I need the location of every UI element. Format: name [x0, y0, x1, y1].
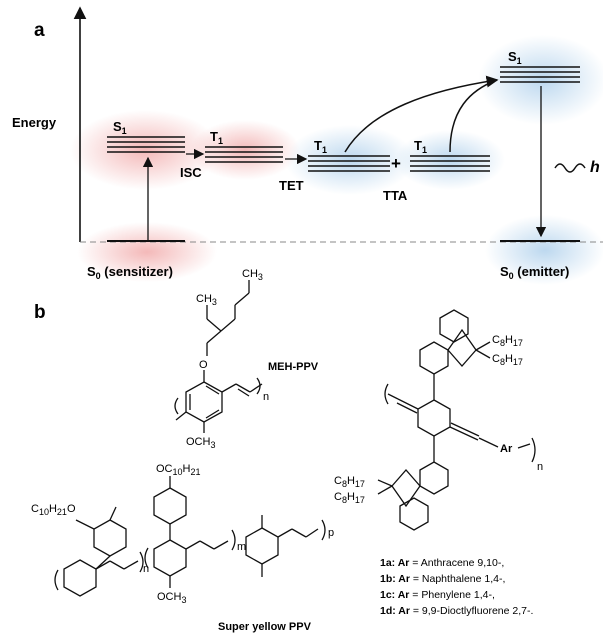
sensitizer-s1-label: S1	[113, 119, 127, 136]
sensitizer-s0-glow	[77, 222, 217, 282]
sensitizer-s1-glow	[70, 110, 220, 190]
sy-oc10-top: OC10H21	[156, 463, 200, 477]
sensitizer-s0-label: S0 (sensitizer)	[87, 264, 173, 281]
photon-wave-icon	[554, 163, 586, 173]
polymer-legend: 1a: Ar = Anthracene 9,10-, 1b: Ar = Naph…	[380, 557, 533, 617]
super-yellow-structure: C10H21O n OCH3 OC10H21 m	[31, 463, 334, 605]
p1-ar: Ar	[500, 443, 513, 455]
sensitizer-t1-glow	[190, 120, 300, 180]
sy-p: p	[328, 527, 334, 539]
sy-n: n	[143, 563, 149, 575]
super-yellow-name: Super yellow PPV	[218, 621, 312, 633]
meh-ppv-structure: O CH3 CH3 n OCH3	[174, 268, 269, 450]
sy-m: m	[237, 541, 246, 553]
legend-1b: 1b: Ar = Naphthalene 1,4-,	[380, 573, 505, 585]
emitter-t1b-label: T1	[414, 138, 427, 155]
emitter-s1-label: S1	[508, 49, 522, 66]
meh-ch3-branch: CH3	[196, 293, 217, 307]
sy-oc10-left: C10H21O	[31, 503, 76, 517]
isc-label: ISC	[180, 165, 202, 180]
polymer-1-structure: C8H17 C8H17 Ar n C8H17	[334, 309, 543, 531]
emitter-s0-label: S0 (emitter)	[500, 264, 569, 281]
meh-n: n	[263, 391, 269, 403]
plus-sign: +	[391, 154, 401, 173]
emitter-t1a-glow	[285, 125, 415, 195]
panel-b-letter: b	[34, 302, 46, 323]
panel-a: a Energy S1 T1 S0 (sensitize	[12, 6, 603, 285]
emitter-s0-glow	[485, 215, 603, 285]
emitter-t1a-level	[308, 155, 390, 172]
sensitizer-t1-level	[205, 146, 283, 163]
sensitizer-s1-level	[107, 136, 185, 153]
emitter-s1-level	[500, 66, 580, 83]
panel-b: b O CH3 CH3	[31, 268, 543, 633]
legend-1d: 1d: Ar = 9,9-Dioctlyfluorene 2,7-.	[380, 605, 533, 617]
p1-c8-top1: C8H17	[492, 334, 523, 348]
photon-hv-label: h	[590, 159, 600, 176]
sy-och3: OCH3	[157, 591, 186, 605]
panel-a-letter: a	[34, 20, 45, 41]
tta-curve-left	[344, 75, 499, 153]
meh-o-label: O	[199, 359, 208, 371]
tet-label: TET	[279, 178, 304, 193]
tta-curve-right	[449, 79, 498, 153]
meh-och3: OCH3	[186, 436, 215, 450]
legend-1c: 1c: Ar = Phenylene 1,4-,	[380, 589, 495, 601]
p1-c8-top2: C8H17	[492, 353, 523, 367]
emitter-t1b-glow	[395, 130, 505, 190]
emitter-s1-glow	[478, 35, 603, 125]
p1-c8-bot2: C8H17	[334, 491, 365, 505]
meh-ch3-top: CH3	[242, 268, 263, 282]
p1-c8-bot1: C8H17	[334, 475, 365, 489]
tta-label: TTA	[383, 188, 408, 203]
emitter-t1a-label: T1	[314, 138, 327, 155]
meh-ppv-name: MEH-PPV	[268, 361, 319, 373]
energy-axis-label: Energy	[12, 115, 57, 130]
legend-1a: 1a: Ar = Anthracene 9,10-,	[380, 557, 504, 569]
p1-n: n	[537, 461, 543, 473]
emitter-t1b-level	[410, 155, 490, 172]
sensitizer-t1-label: T1	[210, 129, 223, 146]
